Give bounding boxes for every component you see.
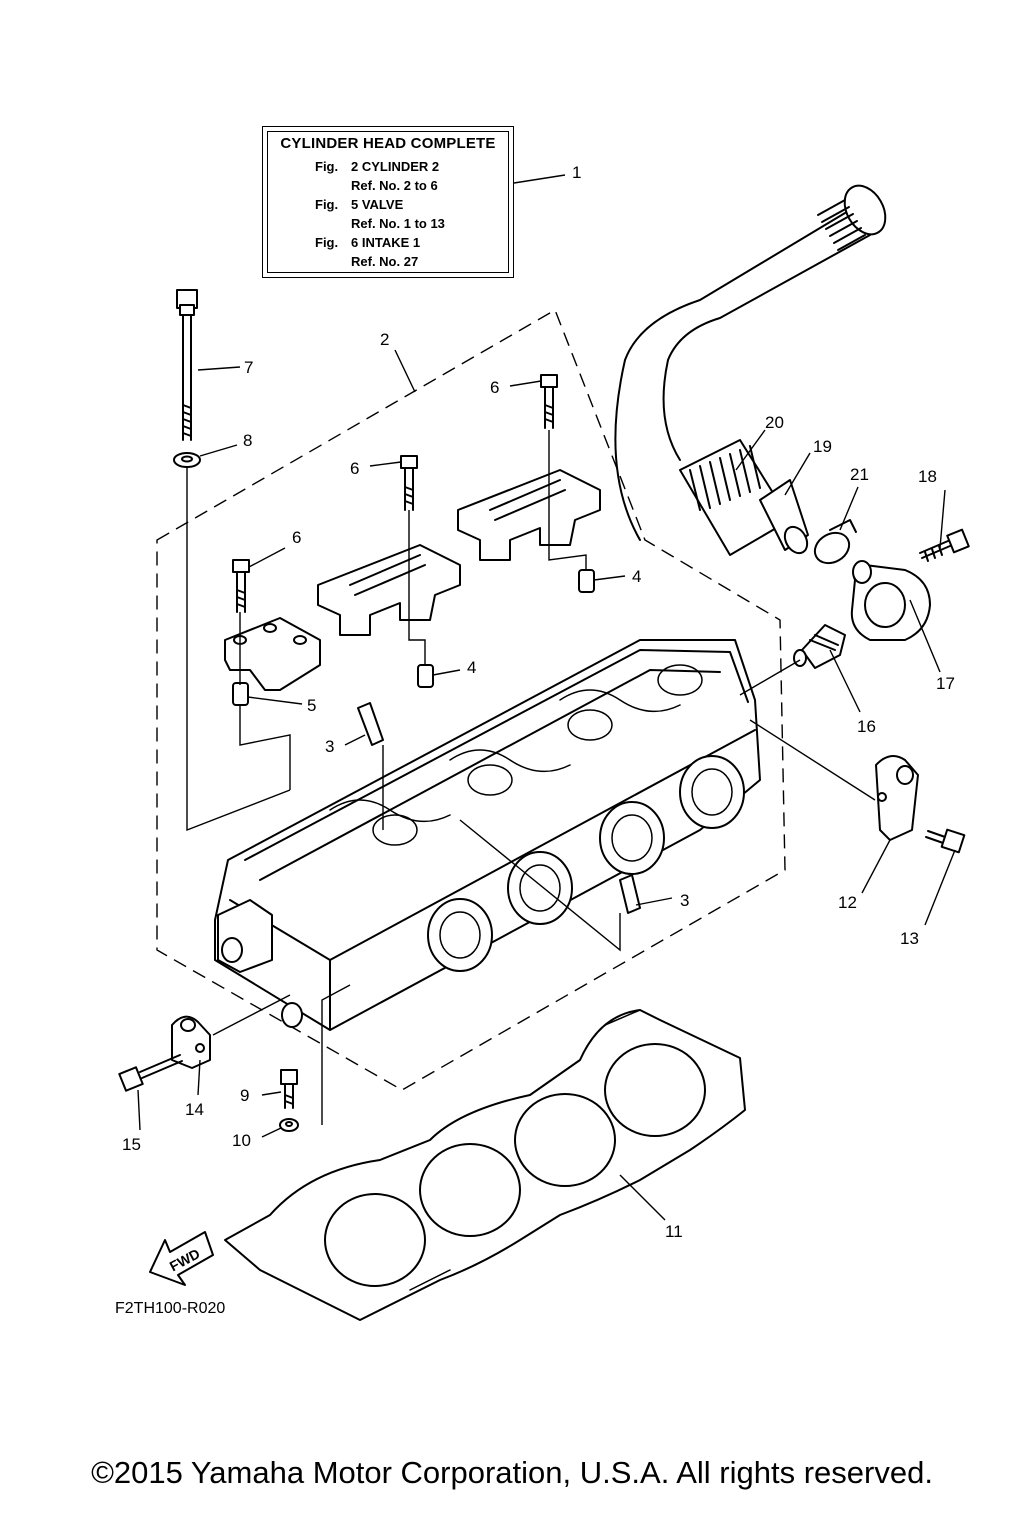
callout-3: 3 xyxy=(680,891,689,910)
dowel-pin xyxy=(232,682,249,706)
callout-10: 10 xyxy=(232,1131,251,1150)
info-line: Ref. No. 2 to 6 xyxy=(351,178,438,193)
callout-6: 6 xyxy=(490,378,499,397)
callout-21: 21 xyxy=(850,465,869,484)
assembly-boundary xyxy=(156,308,786,1091)
info-fig-label: Fig. xyxy=(315,197,339,212)
callout-19: 19 xyxy=(813,437,832,456)
callout-16: 16 xyxy=(857,717,876,736)
callout-9: 9 xyxy=(240,1086,249,1105)
camshaft-cap-front xyxy=(224,617,321,691)
callout-7: 7 xyxy=(244,358,253,377)
camshaft-cap-middle xyxy=(317,544,461,636)
washer-10 xyxy=(279,1118,299,1132)
leader-lines xyxy=(137,174,956,1221)
dowel-pin xyxy=(578,569,595,593)
cap-bolt xyxy=(400,455,418,511)
bolt-15 xyxy=(118,1054,183,1092)
info-line: Ref. No. 1 to 13 xyxy=(351,216,445,231)
callout-6: 6 xyxy=(350,459,359,478)
info-line: 2 CYLINDER 2 xyxy=(351,159,440,174)
callout-5: 5 xyxy=(307,696,316,715)
callout-20: 20 xyxy=(765,413,784,432)
cover-plate-14 xyxy=(171,1015,211,1069)
diagram-code: F2TH100-R020 xyxy=(115,1300,226,1317)
head-bolt xyxy=(176,289,198,441)
camshaft-cap-rear xyxy=(457,469,601,561)
cylinder-head xyxy=(214,639,761,1031)
callout-1: 1 xyxy=(572,163,581,182)
callout-11: 11 xyxy=(665,1222,683,1241)
dowel-pin xyxy=(417,664,434,688)
cap-bolt xyxy=(232,559,250,613)
info-fig-label: Fig. xyxy=(315,159,339,174)
forward-arrow: FWD xyxy=(149,1231,214,1286)
callout-14: 14 xyxy=(185,1100,204,1119)
info-line: Ref. No. 27 xyxy=(351,254,419,269)
callout-15: 15 xyxy=(122,1135,141,1154)
callout-8: 8 xyxy=(243,431,252,450)
head-gasket xyxy=(224,1009,746,1321)
bolt-18 xyxy=(919,528,970,562)
cap-bolt xyxy=(540,374,558,429)
callout-4: 4 xyxy=(632,567,641,586)
thermostat xyxy=(793,624,846,669)
callout-labels: 1 2 3 3 4 4 5 6 6 6 7 8 9 10 11 12 13 14… xyxy=(122,163,955,1241)
callout-18: 18 xyxy=(918,467,937,486)
callout-6: 6 xyxy=(292,528,301,547)
cover-plate-12 xyxy=(875,755,919,841)
info-line: 5 VALVE xyxy=(351,197,404,212)
callout-12: 12 xyxy=(838,893,857,912)
info-line: 6 INTAKE 1 xyxy=(351,235,421,250)
bolt-9 xyxy=(280,1069,298,1109)
callout-17: 17 xyxy=(936,674,955,693)
callout-2: 2 xyxy=(380,330,389,349)
bolt-13 xyxy=(925,828,966,854)
info-box-frame xyxy=(267,131,509,273)
info-box-title: CYLINDER HEAD COMPLETE xyxy=(280,135,496,152)
info-fig-label: Fig. xyxy=(315,235,339,250)
hose-clamp xyxy=(813,519,857,565)
washer-8 xyxy=(173,452,201,468)
info-box: CYLINDER HEAD COMPLETE Fig. 2 CYLINDER 2… xyxy=(262,126,514,278)
thermostat-housing xyxy=(850,560,931,641)
valve-guide xyxy=(357,702,384,746)
water-hose xyxy=(614,184,887,556)
copyright-notice: ©2015 Yamaha Motor Corporation, U.S.A. A… xyxy=(91,1455,933,1490)
callout-13: 13 xyxy=(900,929,919,948)
callout-4: 4 xyxy=(467,658,476,677)
callout-3: 3 xyxy=(325,737,334,756)
valve-guide xyxy=(619,874,641,914)
